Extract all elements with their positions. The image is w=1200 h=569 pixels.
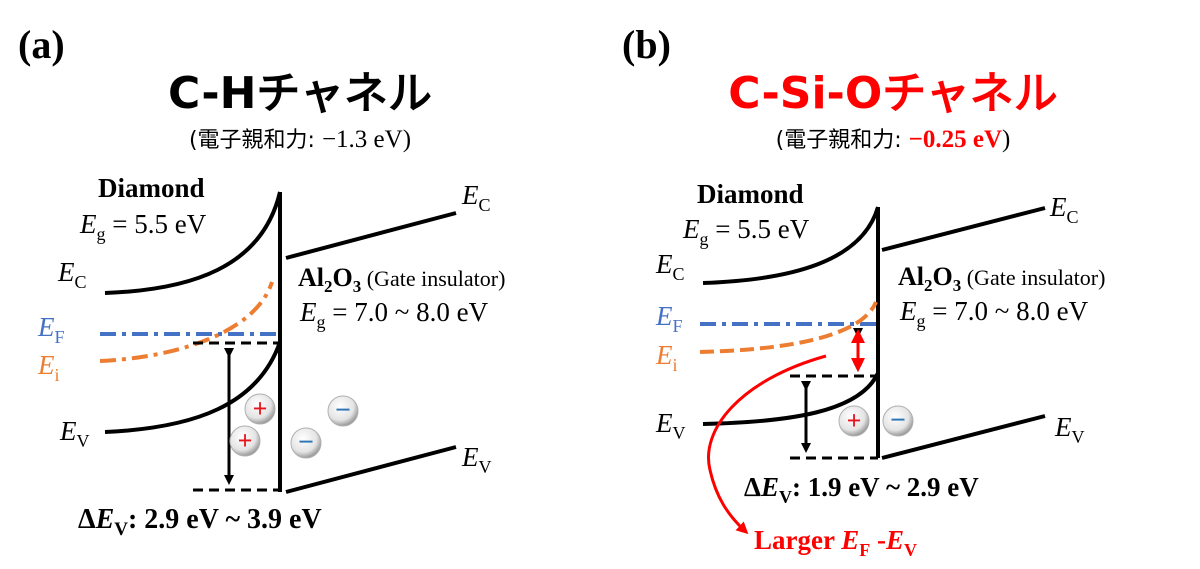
- panel-b-affinity-value: −0.25 eV: [909, 126, 1002, 153]
- panel-b-ev-left-label: EV: [655, 408, 686, 443]
- panel-a-title: C-Hチャネル: [168, 68, 432, 119]
- panel-a-ec-diamond-band: [104, 191, 282, 295]
- panel-a-ev-left-label: EV: [59, 416, 90, 451]
- panel-a-ev-oxide-band: [285, 445, 457, 494]
- panel-a: (a) C-Hチャネル (電子親和力: −1.3 eV) + + − −: [18, 22, 505, 540]
- panel-b-callout-arrow: [707, 354, 827, 535]
- panel-b-ec-diamond-band: [702, 206, 880, 285]
- panel-a-hole-2: +: [229, 425, 261, 457]
- panel-a-ec-left-label: EC: [57, 257, 87, 292]
- panel-a-eg-diamond: Eg = 5.5 eV: [79, 209, 207, 244]
- panel-b-ei-left-label: Ei: [655, 340, 678, 375]
- panel-b-affinity-open: (電子親和力:: [776, 128, 909, 153]
- panel-a-ev-right-label: EV: [461, 442, 492, 477]
- panel-b-electron-sign: −: [890, 405, 906, 436]
- panel-a-electron-1-sign: −: [335, 395, 351, 426]
- panel-b-ev-oxide-band: [881, 414, 1046, 460]
- panel-b-affinity: (電子親和力: −0.25 eV): [776, 126, 1011, 153]
- panel-b-eg-oxide: Eg = 7.0 ~ 8.0 eV: [899, 296, 1089, 331]
- panel-b-ev-diamond-band: [702, 372, 880, 426]
- panel-b-delta-ev-label: ΔEV: 1.9 eV ~ 2.9 eV: [744, 472, 979, 507]
- panel-a-label: (a): [18, 22, 65, 67]
- panel-b-label: (b): [622, 22, 671, 67]
- panel-a-diamond-label: Diamond: [98, 173, 205, 203]
- panel-b-diamond-label: Diamond: [697, 179, 804, 209]
- panel-a-hole-2-sign: +: [238, 426, 253, 455]
- panel-b-ef-left-label: EF: [655, 301, 683, 336]
- panel-a-affinity-open: (電子親和力:: [189, 128, 322, 153]
- panel-b-electron: −: [882, 405, 914, 437]
- panel-b-ef-ev-arrowhead-top: [851, 329, 865, 343]
- panel-a-ec-right-label: EC: [461, 180, 491, 215]
- panel-a-ev-diamond-band: [104, 341, 282, 434]
- panel-a-affinity: (電子親和力: −1.3 eV): [189, 126, 411, 153]
- panel-b-title: C-Si-Oチャネル: [728, 68, 1058, 119]
- panel-a-ef-left-label: EF: [37, 312, 65, 347]
- panel-b-intrinsic-level: [699, 301, 878, 354]
- panel-b-hole: +: [838, 405, 870, 437]
- panel-b-ec-left-label: EC: [655, 249, 685, 284]
- panel-a-ec-oxide-band: [285, 211, 457, 260]
- panel-b-eg-diamond: Eg = 5.5 eV: [682, 214, 810, 249]
- panel-b-hole-sign: +: [847, 406, 862, 435]
- panel-a-electron-1: −: [327, 395, 359, 427]
- panel-a-electron-2: −: [290, 427, 322, 459]
- panel-a-eg-oxide: Eg = 7.0 ~ 8.0 eV: [299, 297, 489, 332]
- panel-a-al2o3-label: Al2O3 (Gate insulator): [298, 263, 505, 296]
- panel-a-hole-1-sign: +: [253, 394, 268, 423]
- panel-b: (b) C-Si-Oチャネル (電子親和力: −0.25 eV) + −: [622, 22, 1105, 560]
- panel-a-affinity-value: −1.3 eV: [322, 126, 403, 153]
- panel-b-ef-ev-arrowhead-bottom: [851, 358, 865, 372]
- panel-b-ev-right-label: EV: [1054, 412, 1085, 447]
- panel-a-affinity-close: ): [403, 126, 411, 153]
- panel-a-intrinsic-level: [99, 281, 274, 363]
- panel-b-affinity-close: ): [1002, 126, 1010, 153]
- panel-b-larger-label: Larger EF -EV: [754, 525, 917, 560]
- panel-a-delta-ev-label: ΔEV: 2.9 eV ~ 3.9 eV: [78, 504, 322, 540]
- panel-b-ec-right-label: EC: [1049, 192, 1079, 227]
- panel-a-hole-1: +: [244, 393, 276, 425]
- panel-b-al2o3-label: Al2O3 (Gate insulator): [898, 262, 1105, 295]
- panel-a-electron-2-sign: −: [298, 427, 314, 458]
- panel-b-ec-oxide-band: [881, 206, 1046, 252]
- panel-a-ei-left-label: Ei: [37, 350, 60, 385]
